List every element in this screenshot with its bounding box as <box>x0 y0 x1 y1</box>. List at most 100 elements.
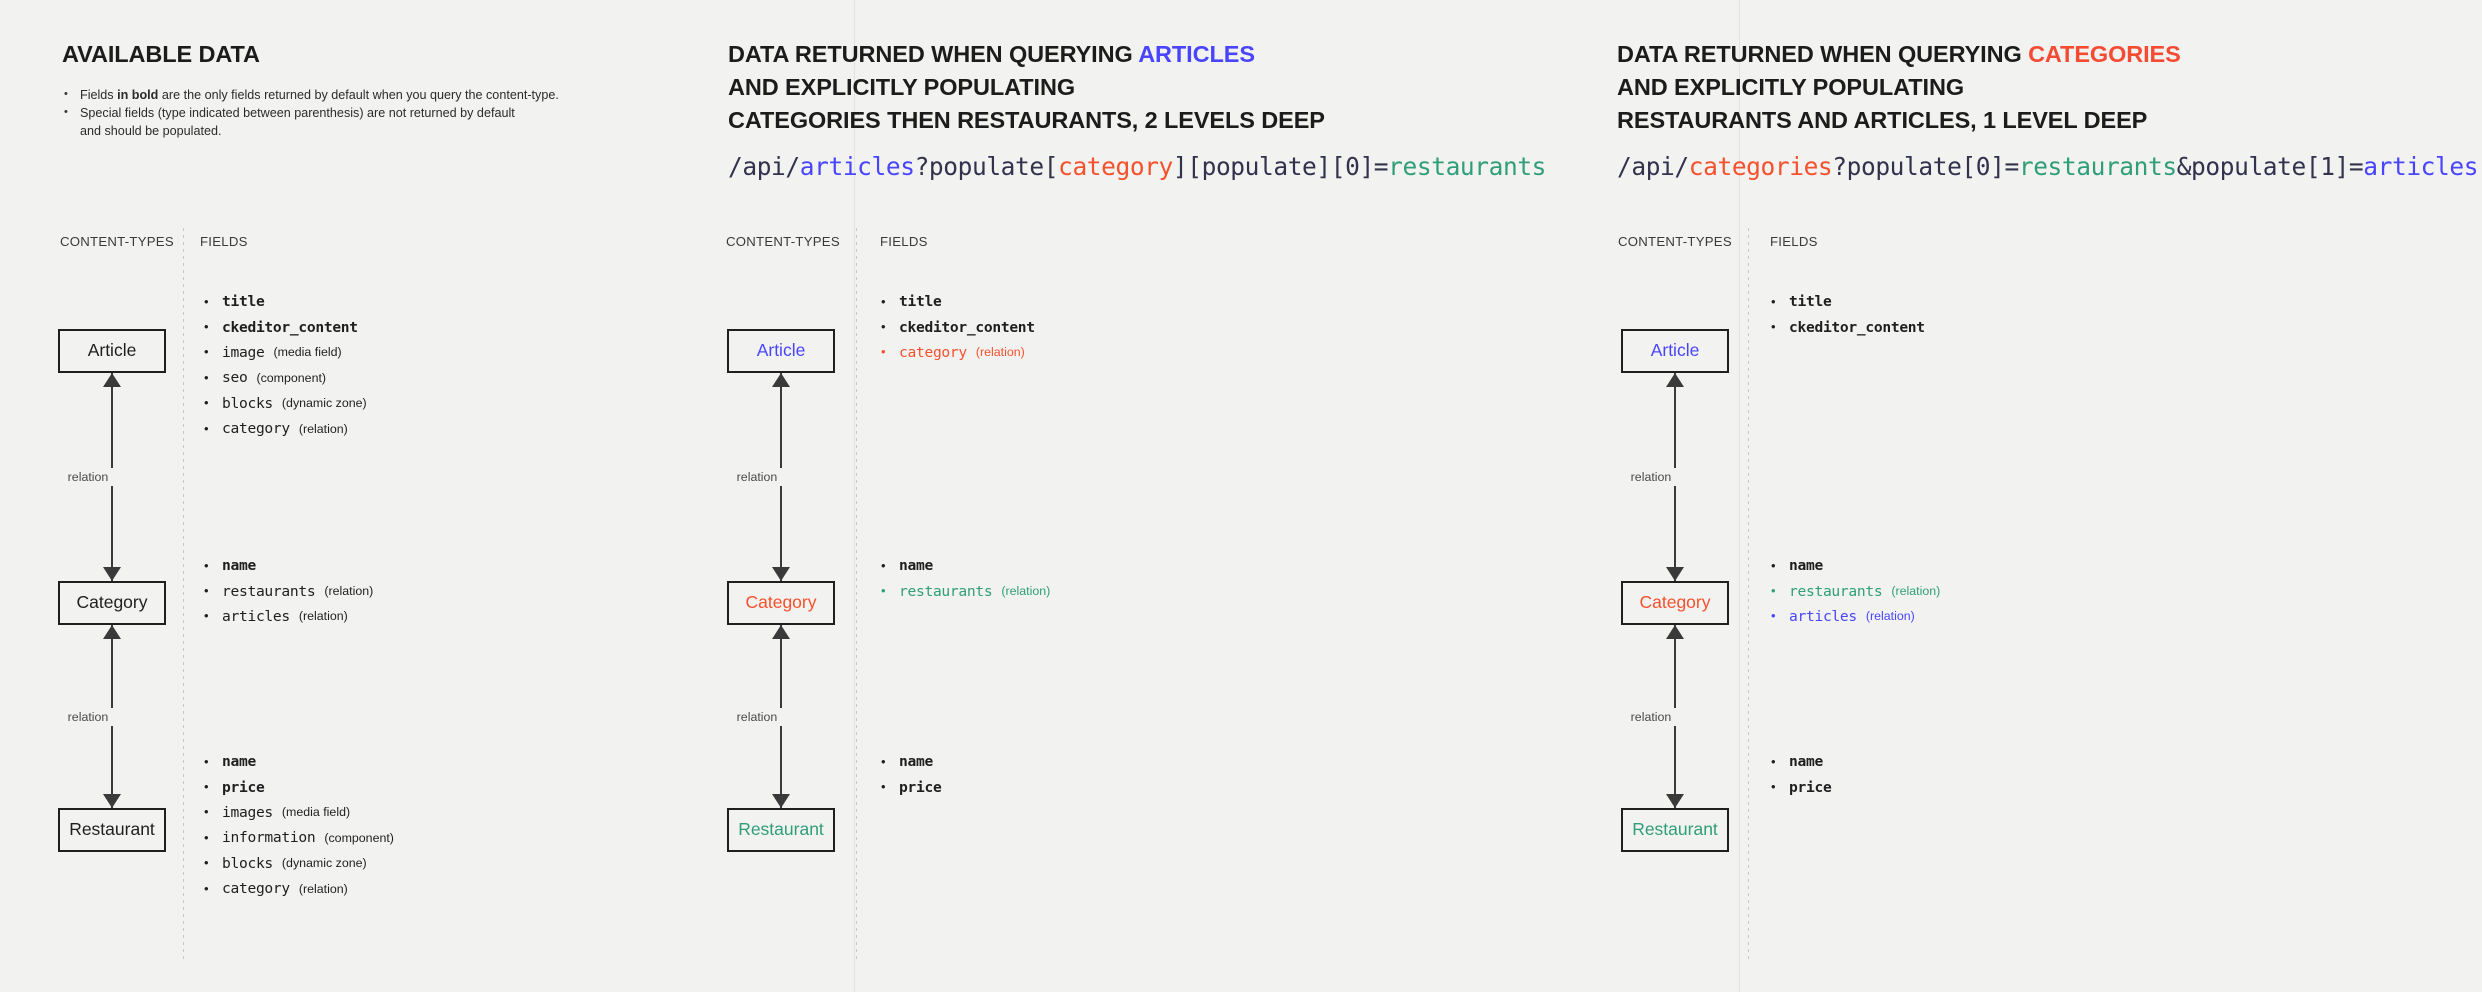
field-name: articles <box>222 607 290 625</box>
dotted-column-divider <box>856 228 857 961</box>
field-list: name price <box>877 749 942 800</box>
api-query-string: /api/categories?populate[0]=restaurants&… <box>1617 152 2478 182</box>
column-label-fields: FIELDS <box>880 234 928 249</box>
api-query-string: /api/articles?populate[category][populat… <box>728 152 1546 182</box>
field-list: title ckeditor_content <box>1767 289 1925 340</box>
field-row: price <box>1767 774 1832 799</box>
field-name: category <box>222 880 290 898</box>
field-list: name restaurants(relation) <box>877 553 1050 604</box>
field-name: information <box>222 829 316 847</box>
field-row: category (relation) <box>200 876 394 901</box>
entity-box-article[interactable]: Article <box>58 329 166 373</box>
heading-segment: CATEGORIES <box>2028 41 2181 67</box>
query-segment: /api/ <box>728 152 800 181</box>
field-row: name <box>1767 749 1831 774</box>
field-name: title <box>222 293 265 311</box>
field-row: articles(relation) <box>1767 604 1940 629</box>
field-name: name <box>222 557 256 575</box>
field-row: price <box>877 774 942 799</box>
field-row: image(media field) <box>200 340 367 365</box>
field-name: blocks <box>222 394 273 412</box>
relation-label: relation <box>731 707 783 726</box>
query-segment: ?populate[ <box>914 152 1059 181</box>
dotted-column-divider <box>1748 228 1749 961</box>
column-label-fields: FIELDS <box>200 234 248 249</box>
field-name: seo <box>222 369 248 387</box>
query-segment: category <box>1058 152 1173 181</box>
query-segment: restaurants <box>1388 152 1547 181</box>
column-label-content-types: CONTENT-TYPES <box>60 234 174 249</box>
entity-box-article[interactable]: Article <box>727 329 835 373</box>
heading-segment: CATEGORIES THEN RESTAURANTS, 2 LEVELS DE… <box>728 107 1325 133</box>
field-type: (dynamic zone) <box>281 856 367 871</box>
field-row: name <box>1767 553 1940 578</box>
field-type: (relation) <box>298 881 348 896</box>
panel-heading-line: DATA RETURNED WHEN QUERYING CATEGORIES <box>1617 38 2181 71</box>
field-row: category(relation) <box>877 340 1035 365</box>
heading-segment: DATA RETURNED WHEN QUERYING <box>1617 41 2029 67</box>
field-row: ckeditor_content <box>1767 314 1925 339</box>
field-name: category <box>222 420 290 438</box>
field-list: name restaurants (relation) articles (relati… <box>200 553 373 629</box>
entity-box-article[interactable]: Article <box>1621 329 1729 373</box>
field-row: ckeditor_content <box>200 314 367 339</box>
arrow-head-down <box>1666 567 1684 581</box>
field-name: ckeditor_content <box>899 318 1035 336</box>
entity-box-restaurant[interactable]: Restaurant <box>58 808 166 852</box>
field-name: ckeditor_content <box>222 318 358 336</box>
query-segment: ?populate[0]= <box>1832 152 2019 181</box>
field-row: information(component) <box>200 825 394 850</box>
heading-segment: DATA RETURNED WHEN QUERYING <box>728 41 1139 67</box>
field-type: (relation) <box>324 584 374 599</box>
entity-box-category[interactable]: Category <box>1621 581 1729 625</box>
field-row: restaurants(relation) <box>877 578 1050 603</box>
field-name: price <box>1789 778 1832 796</box>
relation-label: relation <box>731 468 783 486</box>
arrow-head-up <box>1666 625 1684 639</box>
entity-box-category[interactable]: Category <box>727 581 835 625</box>
entity-box-restaurant[interactable]: Restaurant <box>727 808 835 852</box>
field-name: images <box>222 803 273 821</box>
query-segment: articles <box>799 152 915 181</box>
panel-divider-2 <box>1739 0 1740 992</box>
field-type: (relation) <box>298 609 348 624</box>
field-row: name <box>200 749 394 774</box>
field-type: (relation) <box>1891 584 1941 599</box>
column-label-content-types: CONTENT-TYPES <box>1618 234 1732 249</box>
column-label-fields: FIELDS <box>1770 234 1818 249</box>
field-name: restaurants <box>222 582 316 600</box>
panel-heading-line: AVAILABLE DATA <box>62 38 260 71</box>
field-type: (media field) <box>281 805 351 820</box>
field-name: name <box>899 557 933 575</box>
field-type: (component) <box>256 370 327 385</box>
field-row: title <box>877 289 1035 314</box>
field-name: name <box>1789 557 1823 575</box>
field-type: (dynamic zone) <box>281 396 367 411</box>
note-item: Fields in bold are the only fields retur… <box>62 85 622 104</box>
field-row: category(relation) <box>200 416 367 441</box>
field-row: name <box>877 553 1050 578</box>
field-name: name <box>1789 753 1823 771</box>
query-segment: restaurants <box>2018 152 2177 181</box>
relation-label: relation <box>62 468 114 486</box>
field-name: title <box>1789 293 1832 311</box>
query-segment: /api/ <box>1617 152 1689 181</box>
field-row: blocks (dynamic zone) <box>200 391 367 416</box>
field-name: blocks <box>222 854 273 872</box>
field-row: name <box>200 553 373 578</box>
field-row: images (media field) <box>200 800 394 825</box>
field-list: namepriceimages(media field)information(… <box>200 749 394 901</box>
panel-heading-line: RESTAURANTS AND ARTICLES, 1 LEVEL DEEP <box>1617 104 2147 137</box>
relation-label: relation <box>1625 468 1677 486</box>
field-row: blocks (dynamic zone) <box>200 851 394 876</box>
field-row: name <box>877 749 941 774</box>
query-segment: ][populate][0]= <box>1172 152 1389 181</box>
field-name: name <box>222 753 256 771</box>
entity-box-restaurant[interactable]: Restaurant <box>1621 808 1729 852</box>
field-name: price <box>899 778 942 796</box>
arrow-head-up <box>772 373 790 387</box>
field-list: title ckeditor_content category(relation) <box>877 289 1035 365</box>
query-segment: articles <box>2363 152 2479 181</box>
entity-box-category[interactable]: Category <box>58 581 166 625</box>
panel-divider-1 <box>854 0 855 992</box>
